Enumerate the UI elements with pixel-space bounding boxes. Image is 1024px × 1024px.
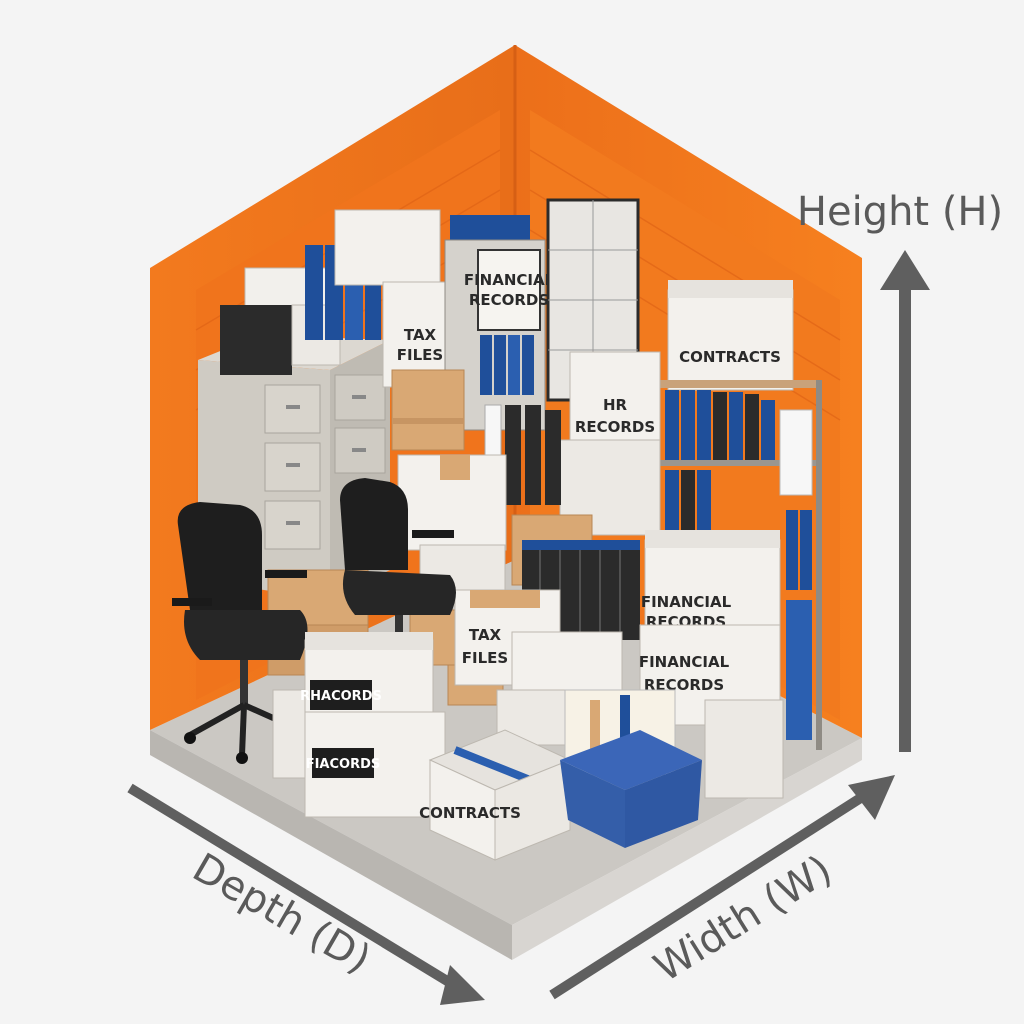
cardboard-stack-middle [391, 369, 465, 451]
floor-edge-left [150, 730, 512, 960]
financial-b-line1: FINANCIAL [639, 653, 730, 671]
financial-shelf-line1: FINANCIAL [464, 271, 555, 289]
blue-crate [560, 689, 702, 848]
contracts-front-label: CONTRACTS [419, 804, 521, 822]
height-axis-label: Height (H) [797, 189, 1003, 235]
fiacords-label: FIACORDS [306, 757, 381, 772]
right-shelving [660, 380, 822, 750]
contracts-top-box: CONTRACTS [667, 280, 794, 391]
tax-files-top-line2: FILES [397, 346, 443, 364]
hr-records-box: HR RECORDS [559, 351, 661, 536]
tax-mid-line1: TAX [469, 626, 502, 644]
tax-files-top-line1: TAX [404, 326, 437, 344]
hr-line1: HR [603, 396, 628, 414]
tax-mid-line2: FILES [462, 649, 508, 667]
financial-shelf-line2: RECORDS [469, 291, 549, 309]
height-axis: Height (H) [797, 189, 1003, 752]
office-chair-right [340, 478, 456, 645]
financial-a-line1: FINANCIAL [641, 593, 732, 611]
hr-line2: RECORDS [575, 418, 655, 436]
binders-right [665, 390, 813, 740]
contracts-top-label: CONTRACTS [679, 348, 781, 366]
rhacords-label: RHACORDS [300, 689, 382, 704]
front-left-boxes: RHACORDS FIACORDS [272, 632, 446, 818]
contracts-front-box: CONTRACTS [419, 729, 572, 861]
office-chair-left [172, 502, 308, 764]
